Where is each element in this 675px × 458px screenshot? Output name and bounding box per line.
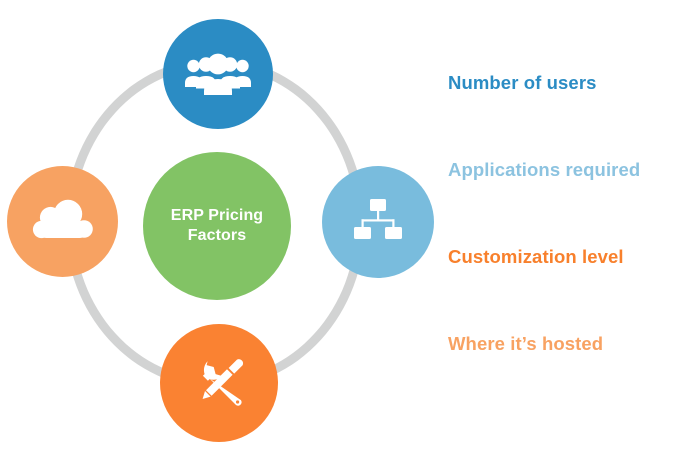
node-where-its-hosted[interactable] <box>7 166 118 277</box>
node-customization-level[interactable] <box>160 324 278 442</box>
factor-label-number-of-users: Number of users <box>448 72 597 93</box>
factor-label-customization-level: Customization level <box>448 246 624 267</box>
factor-label-applications-required: Applications required <box>448 159 641 180</box>
node-applications-required[interactable] <box>322 166 434 278</box>
factor-label-where-its-hosted: Where it’s hosted <box>448 333 604 354</box>
node-number-of-users[interactable] <box>163 19 273 129</box>
factor-label-list: Number of users Applications required Cu… <box>448 0 675 458</box>
center-label: ERP Pricing Factors <box>170 207 264 244</box>
diagram-wheel: ERP Pricing Factors <box>7 19 434 442</box>
users-group-icon <box>185 53 251 95</box>
wrench-screwdriver-icon <box>190 354 248 412</box>
org-chart-icon <box>353 199 403 245</box>
cloud-icon <box>32 199 94 245</box>
node-center-erp-pricing-factors[interactable]: ERP Pricing Factors <box>143 152 291 300</box>
